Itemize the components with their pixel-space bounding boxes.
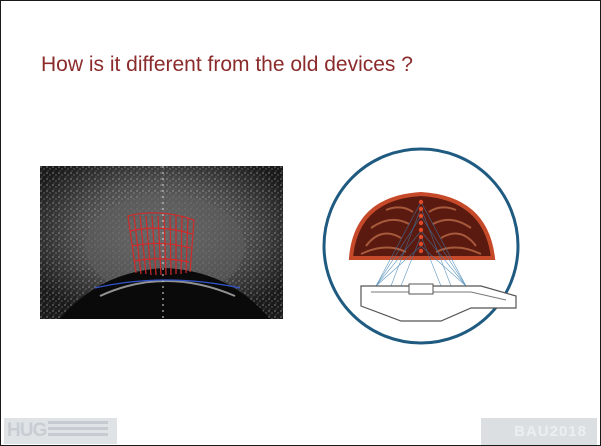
prostate-diagram-graphic: [321, 146, 521, 346]
hifu-device-diagram: [321, 146, 521, 346]
footer-tag: BAU2018: [481, 418, 597, 445]
footer-tag-label: BAU2018: [514, 423, 587, 440]
slide-title: How is it different from the old devices…: [41, 53, 413, 77]
ultrasound-graphic: [40, 166, 283, 319]
hug-logo: HUG: [4, 418, 117, 444]
hug-logo-subtext: [48, 421, 108, 424]
hug-logo-letters: HUG: [7, 420, 46, 442]
ultrasound-image: [40, 166, 283, 319]
